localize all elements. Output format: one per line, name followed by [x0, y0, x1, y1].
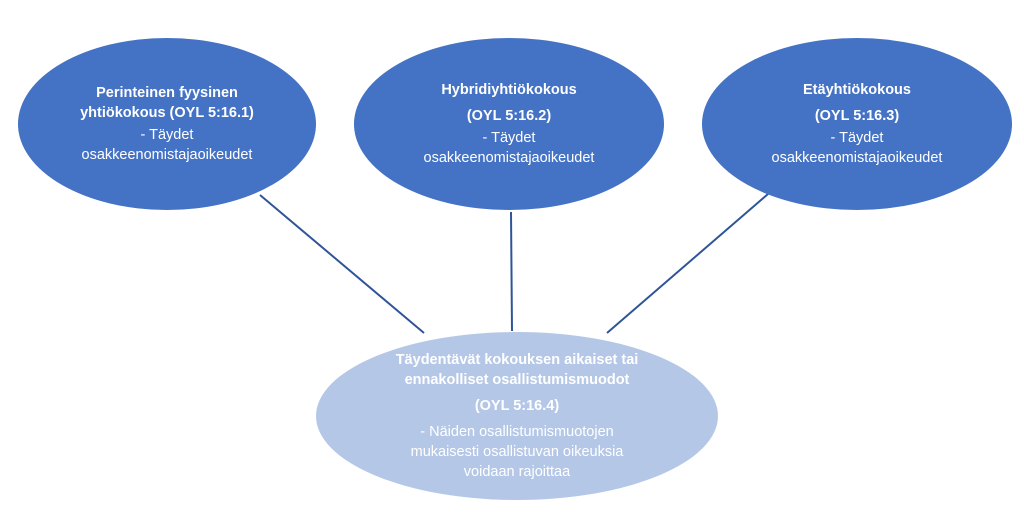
traditional-desc-line1: - Täydet [140, 127, 194, 143]
remote-desc-line1: - Täydet [830, 130, 884, 146]
connector-traditional [259, 194, 425, 334]
connector-remote [606, 193, 769, 334]
traditional-title-line1: Perinteinen fyysinen [96, 85, 238, 101]
remote-title: Etäyhtiökokous [803, 82, 911, 98]
remote-ref: (OYL 5:16.3) [814, 108, 900, 124]
hybrid-ref: (OYL 5:16.2) [466, 108, 552, 124]
traditional-title-line2: yhtiökokous (OYL 5:16.1) [80, 105, 254, 121]
connector-hybrid [510, 211, 513, 332]
hybrid-title: Hybridiyhtiökokous [441, 82, 577, 98]
supplementary-ref: (OYL 5:16.4) [474, 398, 560, 414]
supplementary-title-line2: ennakolliset osallistumismuodot [404, 372, 630, 388]
supplementary-desc-line1: - Näiden osallistumismuotojen [420, 424, 614, 440]
traditional-desc-line2: osakkeenomistajaoikeudet [81, 147, 253, 163]
node-hybrid-meeting: Hybridiyhtiökokous (OYL 5:16.2) - Täydet… [354, 38, 664, 210]
supplementary-desc-line2: mukaisesti osallistuvan oikeuksia [410, 444, 624, 460]
hybrid-desc-line1: - Täydet [482, 130, 536, 146]
supplementary-desc-line3: voidaan rajoittaa [463, 464, 571, 480]
node-traditional-meeting: Perinteinen fyysinen yhtiökokous (OYL 5:… [18, 38, 316, 210]
remote-desc-line2: osakkeenomistajaoikeudet [771, 150, 943, 166]
node-remote-meeting: Etäyhtiökokous (OYL 5:16.3) - Täydet osa… [702, 38, 1012, 210]
supplementary-title-line1: Täydentävät kokouksen aikaiset tai [395, 352, 639, 368]
node-supplementary-participation: Täydentävät kokouksen aikaiset tai ennak… [316, 332, 718, 500]
hybrid-desc-line2: osakkeenomistajaoikeudet [423, 150, 595, 166]
